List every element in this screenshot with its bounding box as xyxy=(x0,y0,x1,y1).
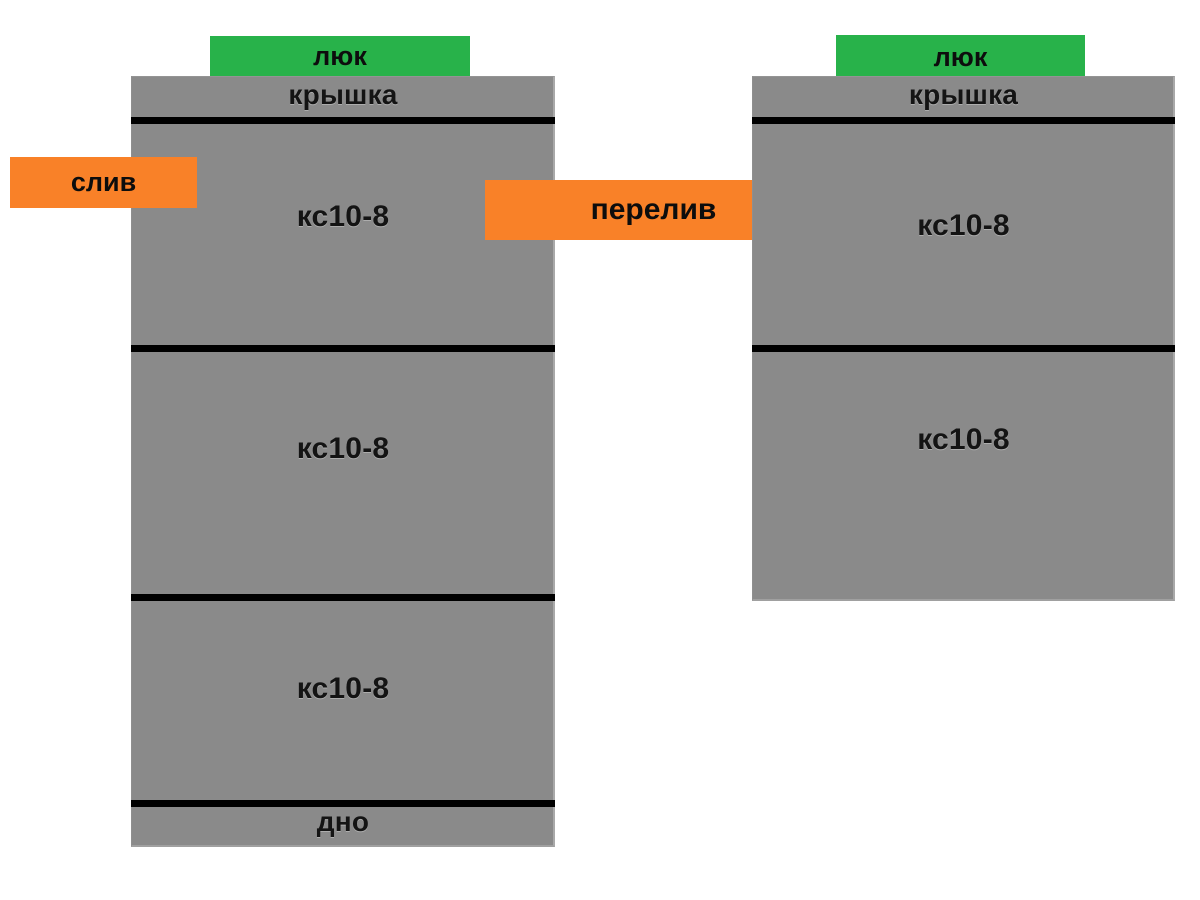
lid-rule-right xyxy=(752,117,1175,124)
bottom-label-left: дно xyxy=(316,806,370,837)
ring-label-right-2: кс10-8 xyxy=(917,423,1010,456)
lid-rule-left xyxy=(131,117,555,124)
drain-pipe-chip[interactable]: слив xyxy=(10,157,197,208)
ring-label-right-1: кс10-8 xyxy=(917,209,1010,242)
hatch-chip-right[interactable]: люк xyxy=(836,35,1085,80)
ring-rule-left-1 xyxy=(131,345,555,352)
ring-rule-right-1 xyxy=(752,345,1175,352)
ring-label-left-2: кс10-8 xyxy=(296,432,390,465)
left-tank-body xyxy=(131,76,555,847)
right-tank-body xyxy=(752,76,1175,601)
ring-label-left-3: кс10-8 xyxy=(296,672,390,705)
bottom-rule-left xyxy=(131,800,555,807)
ring-label-left-1: кс10-8 xyxy=(296,200,390,233)
drain-pipe-label: слив xyxy=(70,167,137,197)
hatch-chip-left[interactable]: люк xyxy=(210,36,470,76)
lid-label-right: крышка xyxy=(908,79,1019,110)
hatch-label-right: люк xyxy=(933,42,988,72)
overflow-pipe-label: перелив xyxy=(590,193,717,226)
ring-rule-left-2 xyxy=(131,594,555,601)
lid-label-left: крышка xyxy=(288,79,398,110)
hatch-label-left: люк xyxy=(313,40,367,71)
